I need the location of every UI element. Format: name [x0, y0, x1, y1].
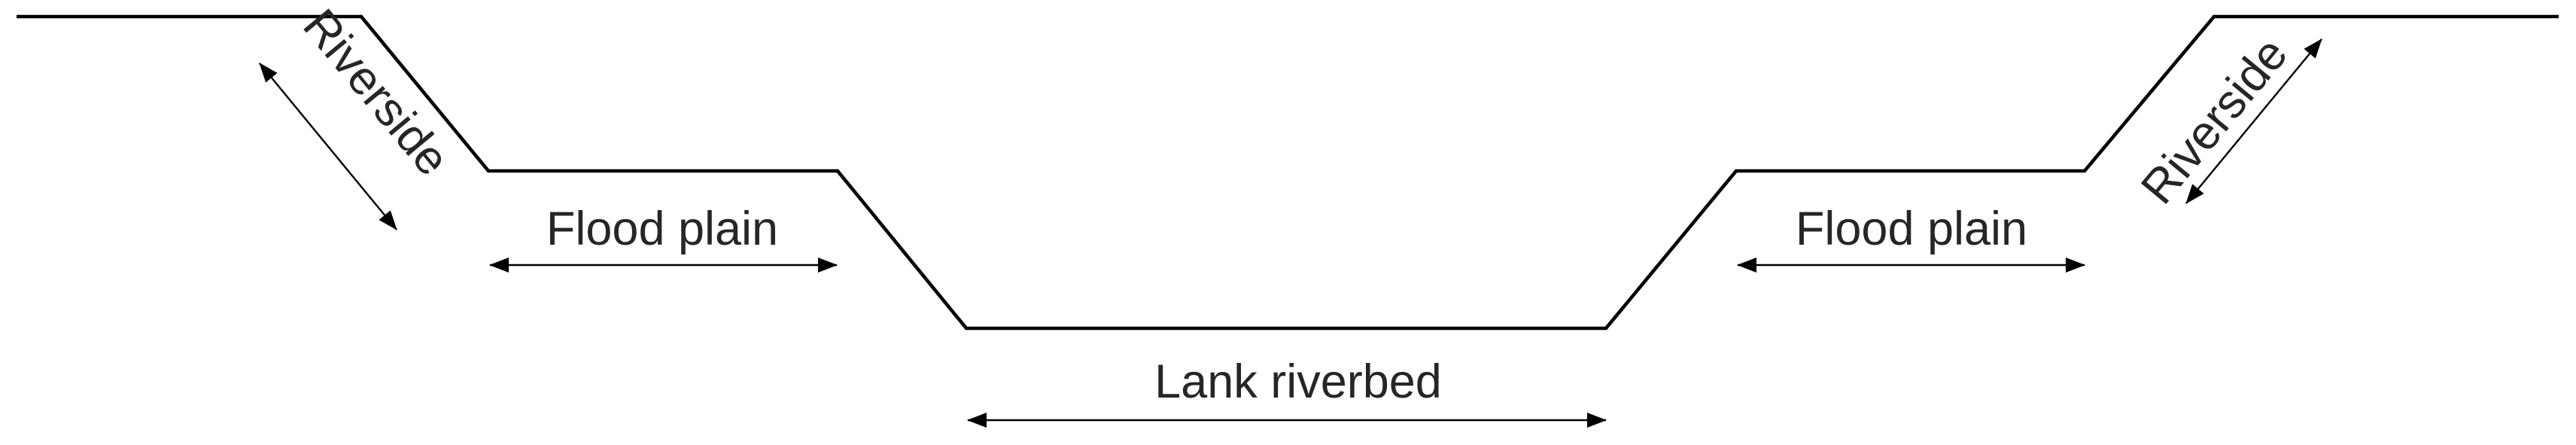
lank-riverbed-label: Lank riverbed: [1154, 355, 1442, 408]
channel-profile-line: [17, 14, 2559, 331]
right-riverside-dimension-arrow: [2185, 38, 2322, 204]
right-riverside-label: Riverside: [2131, 28, 2298, 214]
left-riverside-label: Riverside: [293, 0, 459, 185]
right-flood-plain-label: Flood plain: [1796, 203, 2027, 255]
left-riverside-dimension-arrow: [259, 62, 397, 230]
left-flood-plain-label: Flood plain: [546, 203, 778, 255]
